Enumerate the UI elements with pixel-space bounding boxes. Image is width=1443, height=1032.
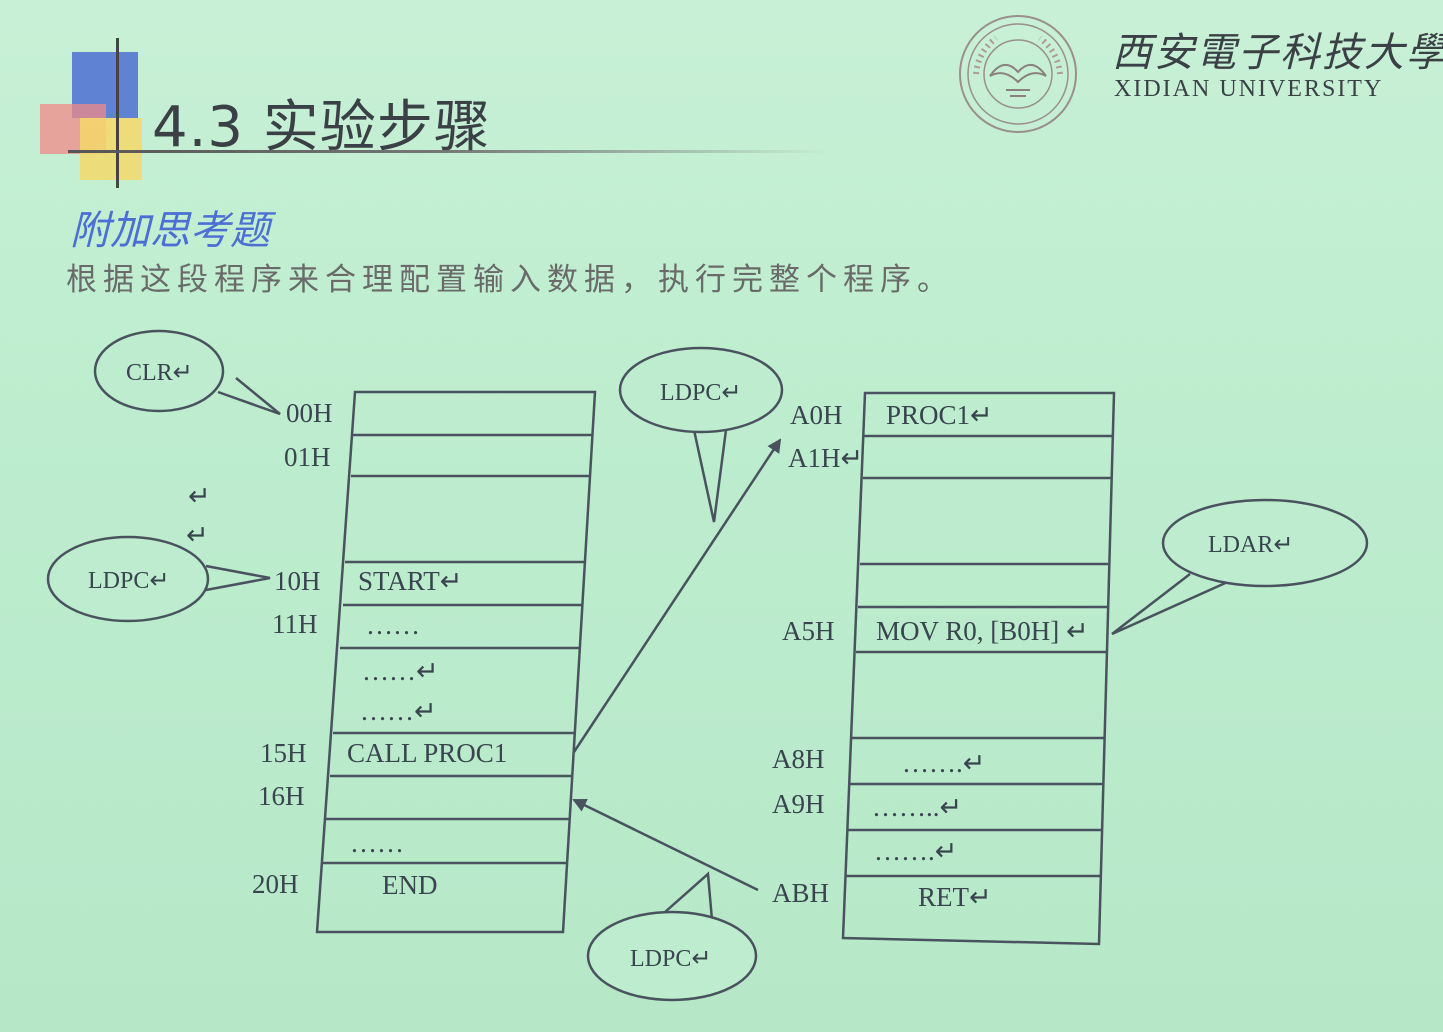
bubble-ldar: LDAR↵ (1111, 498, 1369, 636)
cell-text: START↵ (358, 566, 462, 596)
left-memory-block: 00H 01H 10H 11H 15H 16H 20H START↵ …… ……… (186, 390, 597, 934)
call-arrow (572, 438, 782, 753)
address-label: A8H (772, 744, 825, 774)
address-label: ABH (772, 878, 829, 908)
right-block-frame (841, 391, 1116, 946)
cell-text: ……↵ (360, 696, 437, 726)
title-underline (68, 150, 828, 153)
address-label: A1H↵ (788, 443, 863, 473)
slide-title: 4.3 实验步骤 (152, 95, 491, 160)
cell-text: ……↵ (362, 656, 439, 686)
address-label: 15H (260, 738, 307, 768)
cell-text: …… (350, 828, 404, 858)
description: 根据这段程序来合理配置输入数据，执行完整个程序。 (66, 262, 954, 298)
right-memory-block: A0H A1H↵ A5H A8H A9H ABH PROC1↵ MOV R0, … (772, 391, 1116, 946)
cell-text: CALL PROC1 (347, 738, 507, 768)
cell-text: …… (366, 610, 420, 640)
address-label: 16H (258, 781, 305, 811)
address-label: 00H (286, 398, 333, 428)
bubble-clr: CLR↵ (93, 329, 281, 416)
cell-text: MOV R0, [B0H] ↵ (876, 616, 1089, 646)
address-label: A9H (772, 789, 825, 819)
address-label: 20H (252, 869, 299, 899)
address-label: A5H (782, 616, 835, 646)
cell-text: END (382, 870, 438, 900)
stray-mark: ↵ (188, 481, 211, 511)
address-label: 01H (284, 442, 331, 472)
university-name-cn: 西安電子科技大學 (1112, 30, 1443, 76)
cell-text: ……..↵ (872, 792, 962, 822)
subtitle: 附加思考题 (70, 208, 270, 254)
cell-text: …….↵ (902, 748, 985, 778)
cell-text: RET↵ (918, 882, 992, 912)
bubble-ldpc-call: LDPC↵ (618, 346, 784, 523)
university-seal-icon (959, 15, 1077, 133)
cell-text: PROC1↵ (886, 400, 993, 430)
cell-text: …….↵ (874, 836, 957, 866)
address-label: 11H (272, 609, 318, 639)
bubble-text: LDPC↵ (88, 568, 169, 594)
bubble-ldpc-ret: LDPC↵ (586, 871, 758, 1002)
decor-yellow-square (80, 118, 142, 180)
bubble-text: LDAR↵ (1208, 532, 1293, 558)
bubble-text: LDPC↵ (660, 380, 741, 406)
address-label: 10H (274, 566, 321, 596)
university-name-en: XIDIAN UNIVERSITY (1114, 76, 1384, 102)
bubble-text: LDPC↵ (630, 946, 711, 972)
bubble-text: CLR↵ (126, 360, 193, 386)
bubble-ldpc-start: LDPC↵ (46, 535, 271, 623)
left-block-frame (315, 390, 597, 934)
stray-mark: ↵ (186, 520, 209, 550)
decor-vertical-line (116, 38, 119, 188)
return-arrow (572, 798, 759, 892)
address-label: A0H (790, 400, 843, 430)
